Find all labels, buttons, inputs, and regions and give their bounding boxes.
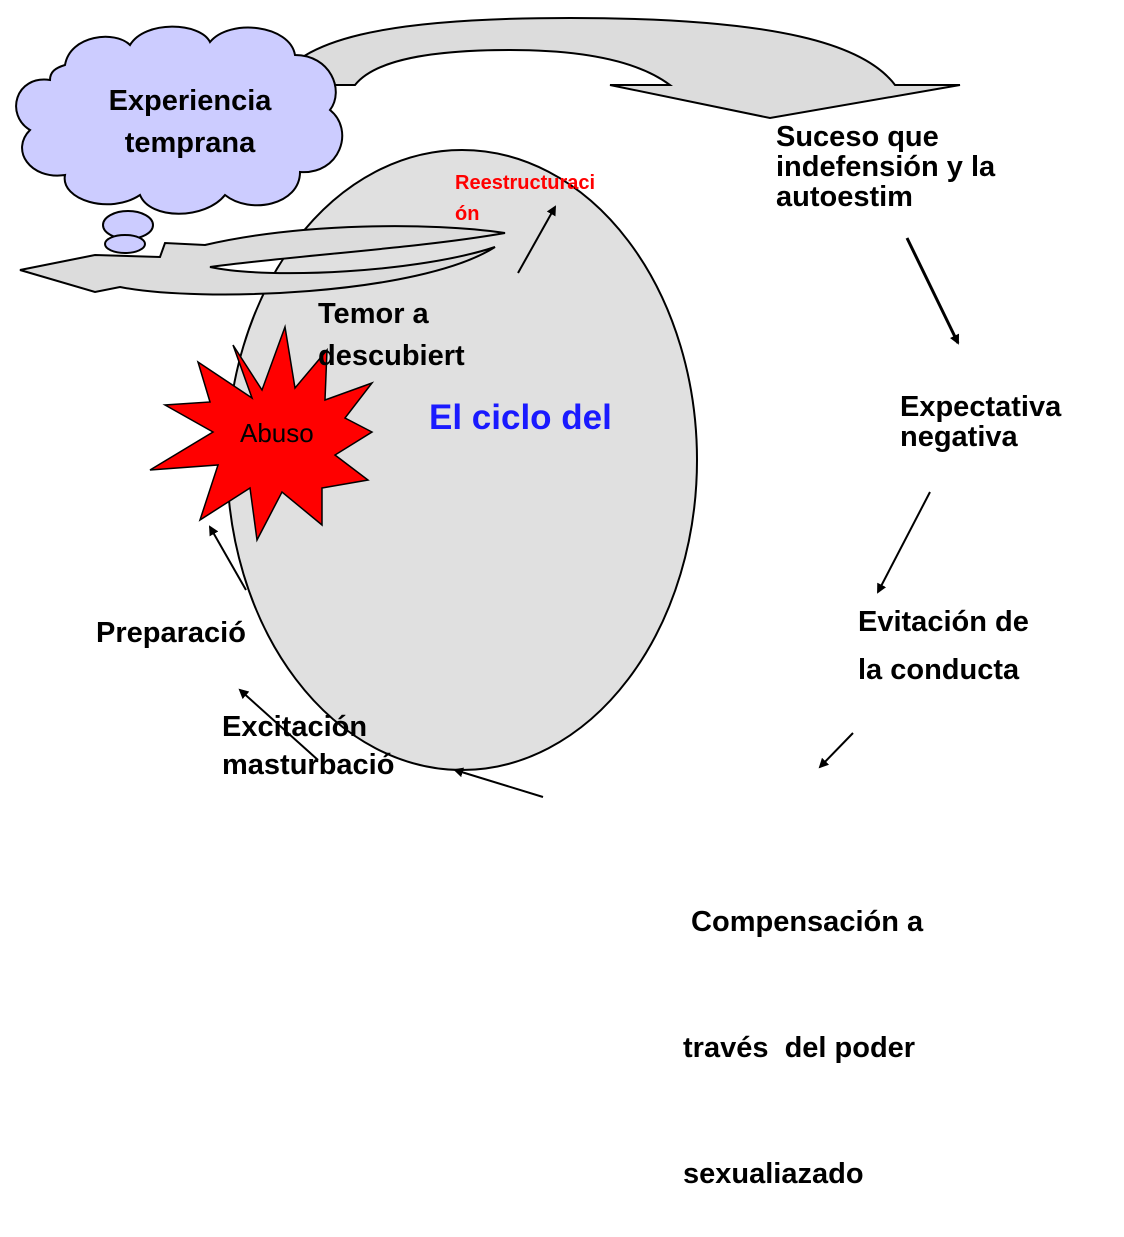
top-curved-arrow — [273, 16, 961, 120]
label-compensacion: Compensación a través del poder sexualia… — [683, 817, 923, 1237]
label-temor-line2: descubiert — [318, 340, 465, 372]
arrow-temor-to-reestructuracion — [517, 205, 556, 274]
label-reestructuracion-line1: Reestructuraci — [455, 172, 596, 194]
label-temor-line1: Temor a — [318, 298, 429, 330]
label-temor: Temor a descubiert — [318, 293, 465, 377]
center-title: El ciclo del — [429, 398, 612, 437]
arrow-excitacion-to-preparacion — [238, 688, 319, 761]
abuse-label: Abuso — [240, 418, 314, 448]
label-reestructuracion-line2: ón — [455, 203, 480, 225]
label-suceso: Suceso que indefensión y la autoestim — [776, 122, 995, 212]
arrow-compensacion-to-excitacion — [453, 767, 544, 798]
thought-cloud — [15, 25, 344, 215]
label-excitacion: Excitación masturbació — [222, 708, 394, 784]
arrow-expectativa-to-evitacion — [877, 491, 931, 594]
label-compensacion-line3: sexualiazado — [683, 1158, 864, 1190]
label-excitacion-line2: masturbació — [222, 749, 395, 781]
label-excitacion-line1: Excitación — [222, 711, 368, 743]
label-evitacion-line1: Evitación de — [858, 606, 1029, 638]
label-preparacion: Preparació — [96, 618, 246, 648]
label-expectativa-line1: Expectativa — [900, 391, 1062, 423]
label-preparacion-line1: Preparació — [96, 617, 246, 649]
label-expectativa: Expectativa negativa — [900, 392, 1061, 452]
abuse-burst — [149, 324, 375, 543]
diagram-canvas — [15, 16, 961, 798]
label-compensacion-line2: través del poder — [683, 1032, 916, 1064]
lower-curved-arrow — [19, 225, 506, 296]
label-evitacion-line2: la conducta — [858, 654, 1020, 686]
arrow-evitacion-to-compensacion — [818, 732, 854, 769]
cloud-label-line2: temprana — [124, 127, 256, 159]
label-compensacion-line1: Compensación a — [683, 906, 924, 938]
arrow-preparacion-to-abuso — [209, 525, 247, 591]
arrow-suceso-to-expectativa — [905, 237, 960, 345]
cloud-label-line1: Experiencia — [108, 85, 272, 117]
label-expectativa-line2: negativa — [900, 421, 1018, 453]
label-evitacion: Evitación de la conducta — [858, 598, 1029, 694]
label-suceso-line3: autoestim — [776, 181, 913, 213]
label-suceso-line1: Suceso que — [776, 121, 939, 153]
cloud-label: Experiencia temprana — [60, 80, 320, 164]
label-reestructuracion: Reestructuraci ón — [455, 168, 595, 230]
thought-bubble-small — [104, 234, 146, 254]
label-suceso-line2: indefensión y la — [776, 151, 996, 183]
